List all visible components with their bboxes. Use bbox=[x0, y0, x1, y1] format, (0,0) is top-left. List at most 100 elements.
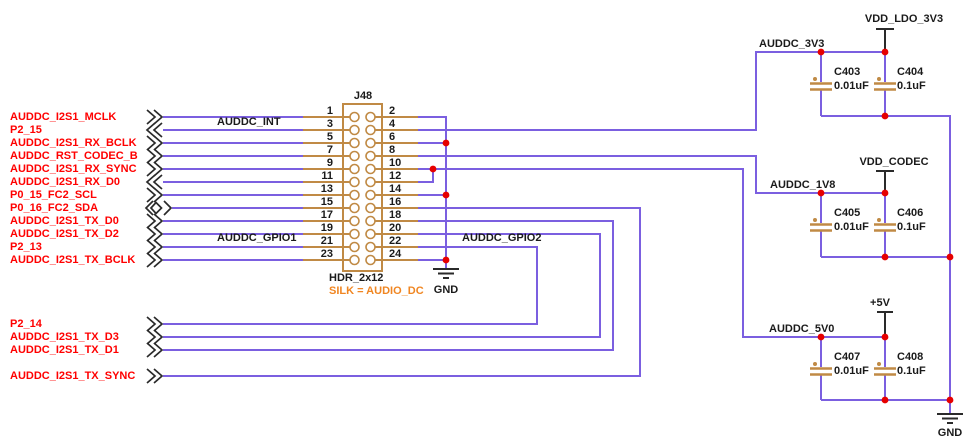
pin-number: 7 bbox=[326, 144, 333, 156]
port-out-tx-d2 bbox=[146, 226, 164, 242]
port-in-rx-d0 bbox=[145, 174, 163, 190]
pin-number: 1 bbox=[326, 105, 333, 117]
pin-number: 24 bbox=[389, 248, 402, 260]
net-gnd-bus bbox=[418, 116, 447, 269]
port-out-p2-13 bbox=[146, 239, 164, 255]
net-label-auddc-gpio1: AUDDC_GPIO1 bbox=[217, 232, 297, 244]
port-out-rx-sync bbox=[146, 161, 164, 177]
port-out-tx-d0 bbox=[146, 213, 164, 229]
power-label-vdd-ldo-3v3: VDD_LDO_3V3 bbox=[864, 13, 944, 25]
capacitor-c406 bbox=[874, 223, 896, 232]
signal-label: AUDDC_I2S1_RX_SYNC bbox=[10, 163, 137, 175]
cap-value: 0.01uF bbox=[834, 80, 869, 92]
cap-value: 0.1uF bbox=[897, 365, 926, 377]
power-label-vdd-codec: VDD_CODEC bbox=[859, 156, 929, 168]
power-label-plus5v: +5V bbox=[870, 297, 890, 309]
cap-value: 0.1uF bbox=[897, 80, 926, 92]
port-out-rst bbox=[146, 148, 164, 164]
connector-j48 bbox=[303, 103, 418, 272]
port-out-tx-d1 bbox=[146, 342, 164, 358]
cap-value: 0.1uF bbox=[897, 221, 926, 233]
pin-number: 21 bbox=[320, 235, 333, 247]
connector-footprint: HDR_2x12 bbox=[329, 272, 384, 284]
signal-label: AUDDC_I2S1_RX_D0 bbox=[10, 176, 121, 188]
pin-number: 11 bbox=[321, 170, 333, 182]
signal-label: P0_16_FC2_SDA bbox=[10, 202, 99, 214]
pin-number: 16 bbox=[389, 196, 402, 208]
capacitor-c405 bbox=[810, 223, 832, 232]
net-label-auddc-gpio2: AUDDC_GPIO2 bbox=[462, 232, 542, 244]
connector-body bbox=[342, 103, 383, 272]
net-label-auddc-3v3: AUDDC_3V3 bbox=[759, 38, 825, 50]
pin-number: 10 bbox=[389, 157, 402, 169]
port-chevrons bbox=[144, 109, 173, 384]
connector-pins-left bbox=[303, 116, 350, 261]
signal-label: P0_15_FC2_SCL bbox=[10, 189, 97, 201]
pin-number: 17 bbox=[320, 209, 333, 221]
pin-number: 14 bbox=[389, 183, 402, 195]
net-auddc-gpio2-p2-14 bbox=[163, 246, 538, 325]
connector-pins-right bbox=[375, 116, 418, 261]
port-out-rx-bclk bbox=[146, 135, 164, 151]
connector-pin-circles bbox=[349, 111, 376, 266]
pin-number: 6 bbox=[389, 131, 396, 143]
pin-number: 13 bbox=[320, 183, 333, 195]
connector-silk-note: SILK = AUDIO_DC bbox=[329, 285, 424, 297]
pin-number: 22 bbox=[389, 235, 402, 247]
signal-label: AUDDC_I2S1_TX_SYNC bbox=[10, 370, 136, 382]
port-in-p2-15 bbox=[145, 122, 163, 138]
cap-ref: C407 bbox=[834, 351, 861, 363]
capacitor-c407 bbox=[810, 367, 832, 376]
net-auddc-5v0 bbox=[418, 168, 950, 401]
power-bar-vdd-ldo-3v3 bbox=[876, 28, 894, 52]
pin-number: 4 bbox=[389, 118, 396, 130]
cap-ref: C408 bbox=[897, 351, 924, 363]
cap-ref: C403 bbox=[834, 66, 861, 78]
pin-number: 3 bbox=[326, 118, 333, 130]
signal-label: AUDDC_I2S1_TX_D0 bbox=[10, 215, 119, 227]
signal-label: P2_14 bbox=[10, 318, 42, 330]
signal-label: AUDDC_I2S1_TX_D3 bbox=[10, 331, 119, 343]
signal-label: AUDDC_RST_CODEC_B bbox=[10, 150, 138, 162]
pin-number: 15 bbox=[320, 196, 333, 208]
port-out-scl bbox=[146, 187, 164, 203]
cap-ref: C404 bbox=[897, 66, 924, 78]
net-label-auddc-1v8: AUDDC_1V8 bbox=[770, 179, 836, 191]
cap-ref: C406 bbox=[897, 207, 924, 219]
port-out-p2-14 bbox=[146, 316, 164, 332]
port-out-tx-d3 bbox=[146, 329, 164, 345]
signal-label: AUDDC_I2S1_TX_BCLK bbox=[10, 254, 136, 266]
net-label-auddc-int: AUDDC_INT bbox=[217, 116, 281, 128]
pin-number: 19 bbox=[320, 222, 333, 234]
net-auddc-i2s1-tx-d3 bbox=[163, 233, 601, 338]
net-label-auddc-5v0: AUDDC_5V0 bbox=[769, 323, 835, 335]
net-auddc-i2s1-tx-d1 bbox=[163, 220, 614, 351]
signal-label: P2_15 bbox=[10, 124, 42, 136]
junction-dots bbox=[429, 48, 954, 404]
net-auddc-i2s1-tx-sync bbox=[163, 207, 641, 377]
cap-value: 0.01uF bbox=[834, 221, 869, 233]
capacitor-plates bbox=[810, 82, 896, 376]
cap-value: 0.01uF bbox=[834, 365, 869, 377]
pin-number: 20 bbox=[389, 222, 402, 234]
signal-label: AUDDC_I2S1_RX_BCLK bbox=[10, 137, 137, 149]
port-out-tx-bclk bbox=[146, 252, 164, 268]
port-bidir-sda bbox=[144, 200, 173, 216]
power-bar-plus5v bbox=[877, 311, 893, 337]
power-bar-vdd-codec bbox=[876, 170, 894, 193]
capacitor-c408 bbox=[874, 367, 896, 376]
pin-number: 5 bbox=[326, 131, 333, 143]
pin-number: 9 bbox=[326, 157, 333, 169]
connector-designator: J48 bbox=[353, 90, 373, 102]
signal-label: AUDDC_I2S1_TX_D2 bbox=[10, 228, 119, 240]
gnd-symbol-mid bbox=[433, 268, 459, 279]
wires bbox=[163, 29, 951, 414]
pin-number: 23 bbox=[320, 248, 333, 260]
pin-number: 8 bbox=[389, 144, 396, 156]
gnd-label-mid: GND bbox=[433, 284, 459, 296]
capacitor-pin1-dots bbox=[813, 77, 881, 366]
signal-label: P2_13 bbox=[10, 241, 42, 253]
power-symbols bbox=[433, 28, 963, 424]
